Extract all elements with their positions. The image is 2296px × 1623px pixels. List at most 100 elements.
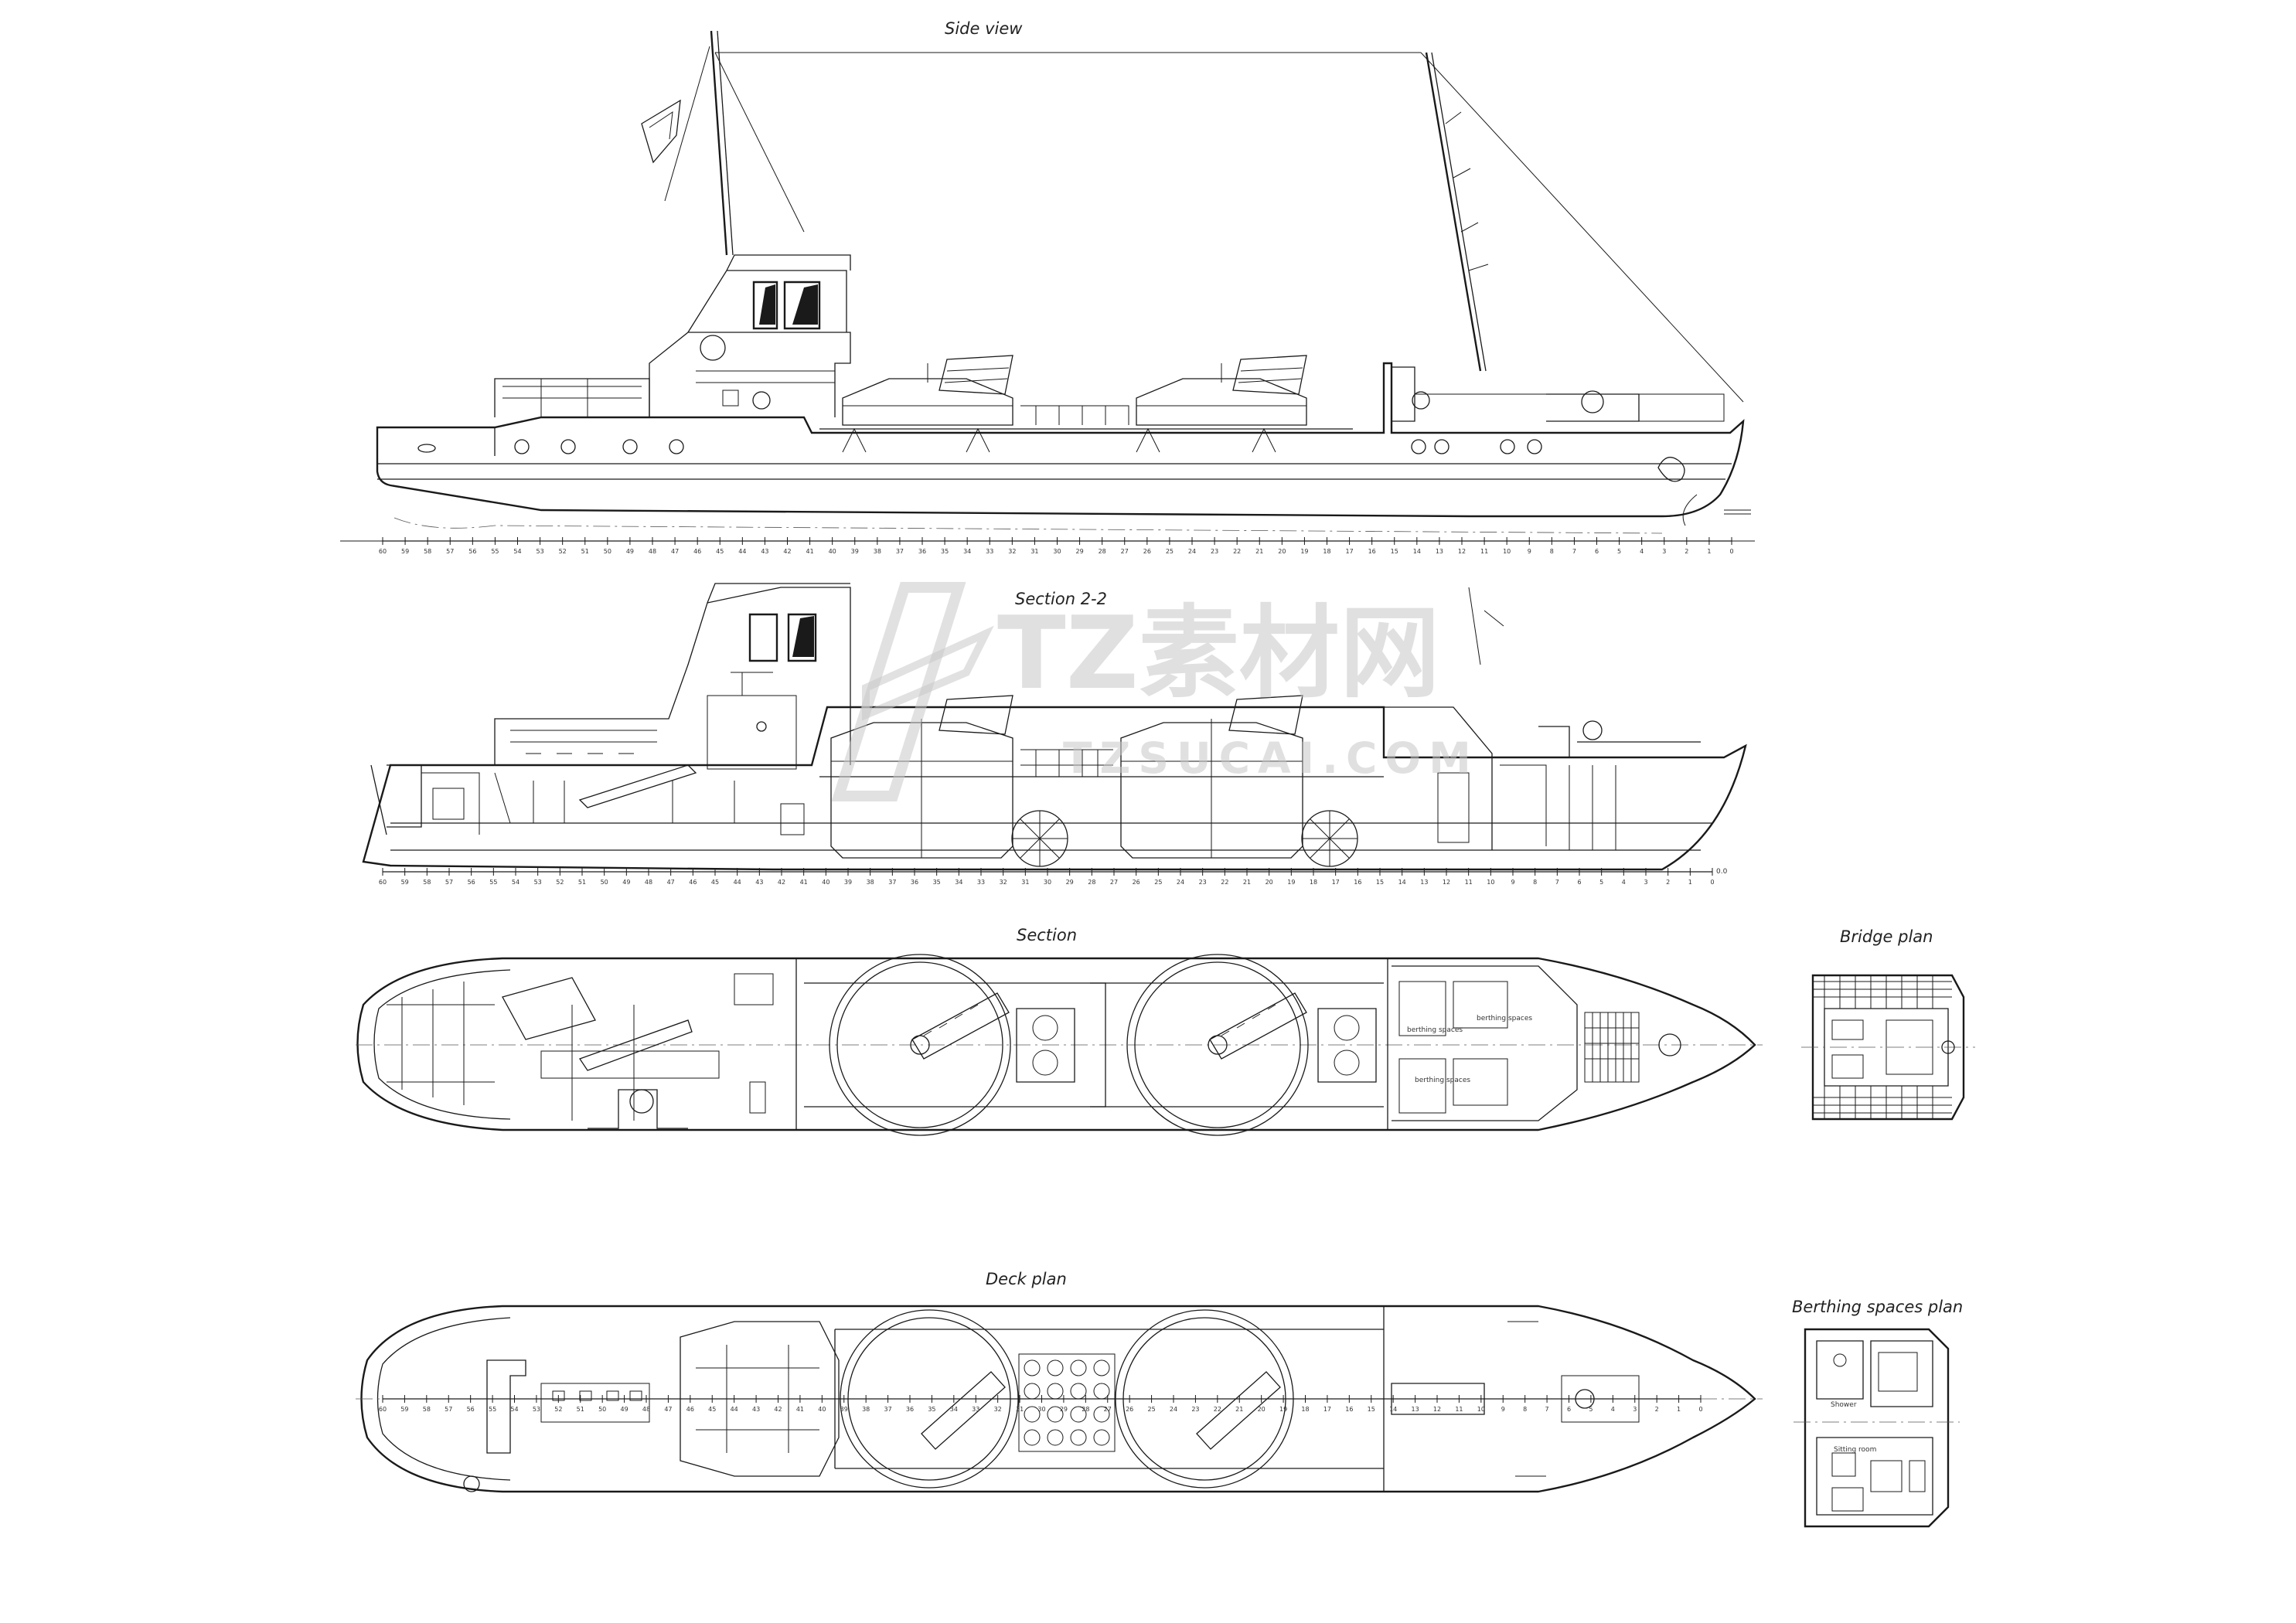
frame-number: 26 [1133, 879, 1140, 886]
frame-number: 1 [1677, 1406, 1681, 1413]
frame-number: 33 [986, 548, 993, 555]
frame-number: 32 [994, 1406, 1002, 1413]
frame-number: 2 [1685, 548, 1688, 555]
frame-number: 50 [598, 1406, 606, 1413]
berthing-label-1: berthing spaces [1407, 1026, 1463, 1034]
frame-number: 38 [867, 879, 874, 886]
frame-number: 11 [1480, 548, 1488, 555]
frame-number: 24 [1170, 1406, 1177, 1413]
frame-number: 57 [446, 548, 454, 555]
frame-number: 56 [467, 1406, 475, 1413]
frame-number: 41 [796, 1406, 804, 1413]
frame-number: 12 [1458, 548, 1466, 555]
frame-number: 28 [1088, 879, 1095, 886]
frame-number: 40 [822, 879, 829, 886]
frame-number: 6 [1595, 548, 1599, 555]
frame-number: 33 [972, 1406, 979, 1413]
frame-number: 14 [1413, 548, 1421, 555]
frame-number: 8 [1523, 1406, 1527, 1413]
frame-number: 52 [556, 879, 564, 886]
frame-number: 11 [1455, 1406, 1463, 1413]
frame-number: 37 [888, 879, 896, 886]
deck-plan: Deck plan [356, 1270, 1763, 1493]
berthing-plan-title: Berthing spaces plan [1792, 1298, 1963, 1316]
frame-number: 44 [738, 548, 746, 555]
frame-number: 18 [1323, 548, 1330, 555]
frame-number: 37 [884, 1406, 891, 1413]
frame-number: 56 [468, 879, 475, 886]
frame-number: 40 [818, 1406, 826, 1413]
frame-number: 44 [731, 1406, 738, 1413]
frame-number: 38 [874, 548, 881, 555]
berthing-label-3: berthing spaces [1415, 1077, 1470, 1084]
frame-number: 19 [1300, 548, 1308, 555]
frame-number: 12 [1433, 1406, 1441, 1413]
frame-number: 27 [1121, 548, 1129, 555]
frame-number: 19 [1279, 1406, 1287, 1413]
frame-number: 35 [941, 548, 949, 555]
frame-number: 31 [1030, 548, 1038, 555]
frame-number: 47 [664, 1406, 672, 1413]
frame-number: 7 [1545, 1406, 1549, 1413]
frame-number: 22 [1233, 548, 1241, 555]
frame-number: 31 [1021, 879, 1029, 886]
frame-number: 30 [1044, 879, 1051, 886]
side-view-title: Side view [945, 19, 1023, 38]
frame-number: 36 [906, 1406, 914, 1413]
frame-number: 25 [1147, 1406, 1155, 1413]
frame-number: 29 [1075, 548, 1083, 555]
frame-number: 58 [423, 879, 431, 886]
frame-number: 9 [1501, 1406, 1505, 1413]
frame-number: 16 [1368, 548, 1376, 555]
frame-number: 20 [1258, 1406, 1266, 1413]
frame-number: 3 [1662, 548, 1666, 555]
frame-number: 33 [977, 879, 985, 886]
frame-number: 40 [829, 548, 836, 555]
frame-number: 15 [1376, 879, 1384, 886]
frame-number: 22 [1221, 879, 1228, 886]
frame-number: 7 [1572, 548, 1576, 555]
frame-number: 55 [491, 548, 499, 555]
frame-number: 17 [1345, 548, 1353, 555]
frame-number: 44 [734, 879, 741, 886]
frame-number: 6 [1577, 879, 1581, 886]
frame-number: 43 [752, 1406, 760, 1413]
frame-number: 27 [1104, 1406, 1112, 1413]
frame-number: 49 [620, 1406, 628, 1413]
frame-number: 20 [1266, 879, 1273, 886]
frame-number: 31 [1016, 1406, 1024, 1413]
frame-number: 25 [1166, 548, 1174, 555]
frame-number: 0 [1729, 548, 1733, 555]
shower-label: Shower [1831, 1401, 1857, 1409]
frame-number: 39 [840, 1406, 848, 1413]
frame-number: 48 [649, 548, 656, 555]
watermark-text: TZ素材网 [997, 594, 1440, 712]
frame-number: 50 [601, 879, 608, 886]
frame-number: 49 [622, 879, 630, 886]
frame-number: 32 [1000, 879, 1007, 886]
side-tank-1 [842, 355, 1013, 426]
frame-number: 37 [896, 548, 904, 555]
frame-number: 4 [1640, 548, 1644, 555]
frame-number: 46 [686, 1406, 694, 1413]
frame-number: 34 [955, 879, 962, 886]
frame-number: 57 [445, 879, 453, 886]
frame-number: 9 [1511, 879, 1514, 886]
frame-number: 43 [761, 548, 768, 555]
frame-number: 47 [671, 548, 679, 555]
frame-number: 22 [1214, 1406, 1221, 1413]
frame-number: 26 [1143, 548, 1151, 555]
frame-number: 36 [918, 548, 926, 555]
frame-number: 16 [1345, 1406, 1353, 1413]
frame-number: 53 [533, 1406, 540, 1413]
section-2-2-title: Section 2-2 [1015, 590, 1107, 608]
frame-number: 21 [1255, 548, 1263, 555]
frame-number: 59 [401, 879, 409, 886]
frame-number: 29 [1066, 879, 1074, 886]
frame-number: 20 [1278, 548, 1286, 555]
frame-number: 48 [642, 1406, 650, 1413]
section-plan: Section berthing spaces berthing spaces [356, 926, 1763, 1136]
frame-number: 52 [559, 548, 567, 555]
frame-number: 30 [1037, 1406, 1045, 1413]
